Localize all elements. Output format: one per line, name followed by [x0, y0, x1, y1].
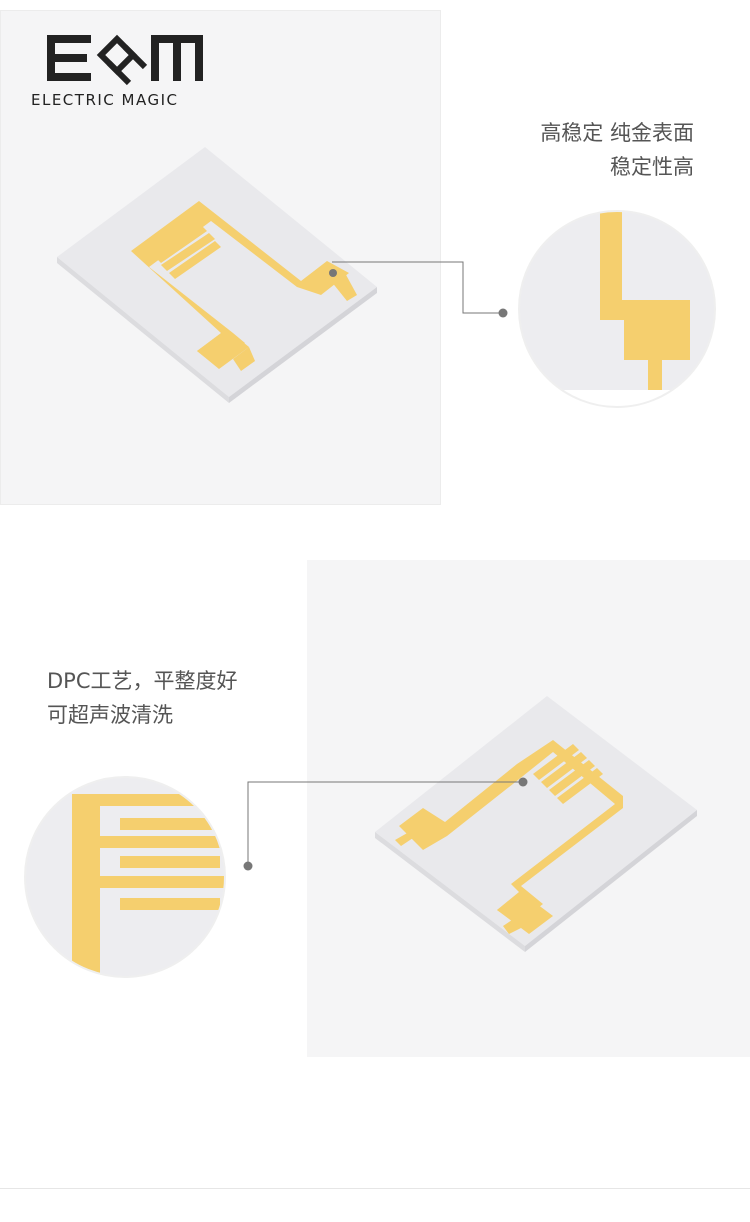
feature-caption-top: 高稳定 纯金表面 稳定性高: [540, 116, 694, 184]
feature-caption-bottom: DPC工艺，平整度好 可超声波清洗: [47, 664, 238, 732]
caption-line: DPC工艺，平整度好: [47, 669, 238, 693]
ceramic-substrate-top: [57, 147, 377, 403]
divider: [0, 1188, 750, 1189]
caption-line: 可超声波清洗: [47, 703, 173, 727]
product-image-panel-bottom: [307, 560, 750, 1057]
ceramic-substrate-bottom: [375, 696, 697, 952]
brand-name: ELECTRIC MAGIC: [31, 91, 179, 109]
em-logo-icon: [47, 34, 203, 86]
brand-logo: ELECTRIC MAGIC: [31, 33, 221, 113]
gold-fingers-zoom-icon: [22, 774, 228, 980]
caption-line: 高稳定 纯金表面: [540, 121, 694, 145]
product-image-panel-top: ELECTRIC MAGIC: [0, 10, 441, 505]
caption-line: 稳定性高: [610, 155, 694, 179]
connector-line-top: [332, 261, 508, 318]
gold-pad-zoom-icon: [515, 207, 719, 411]
